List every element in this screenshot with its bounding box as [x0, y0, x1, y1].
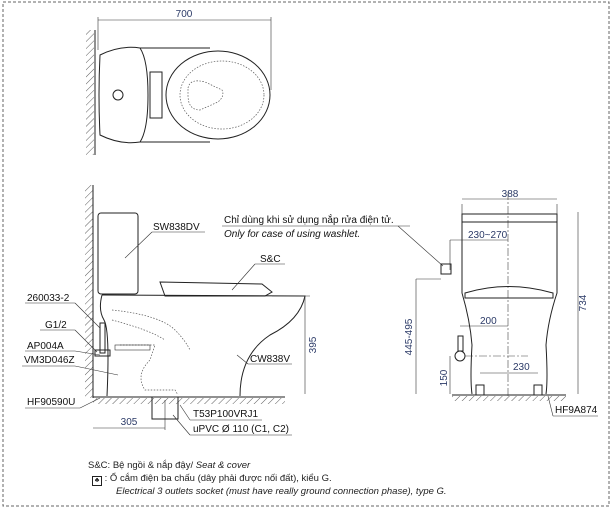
socket-icon: ♣ [92, 476, 102, 486]
label-hose: 260033-2 [27, 293, 70, 304]
legend-sc-en: Seat & cover [195, 460, 251, 471]
dim-bolt-spacing-230: 230 [513, 362, 530, 373]
dim-length-700: 700 [176, 9, 193, 20]
label-flange: VM3D046Z [24, 355, 75, 366]
seat-outline [165, 50, 271, 140]
leader-line [236, 354, 249, 365]
legend-socket-en: Electrical 3 outlets socket (must have r… [116, 486, 447, 497]
label-bolt: HF90590U [27, 397, 75, 408]
tank-shape [97, 212, 139, 295]
dim-height-395: 395 [308, 336, 319, 353]
supply-hose [457, 335, 464, 352]
leader-line [74, 329, 98, 353]
seat-hinge [149, 71, 163, 119]
front-view: 388 734 230~270 445-495 200 150 230 HF9A… [404, 189, 598, 417]
leader-line [74, 302, 101, 329]
dim-supply-height-150: 150 [439, 369, 450, 386]
dim-total-height-734: 734 [578, 294, 589, 311]
flush-button-icon [112, 89, 124, 101]
leader-line [74, 365, 119, 376]
supply-valve-icon [454, 350, 466, 362]
label-seat: S&C [260, 254, 281, 265]
label-fixing: HF9A874 [555, 405, 598, 416]
legend-sc-key: S&C: [88, 460, 111, 471]
tank-top-shape [98, 46, 149, 144]
supply-hose [99, 322, 106, 354]
floor-bolt [533, 384, 543, 396]
label-valve: AP004A [27, 341, 64, 352]
leader-line [79, 397, 101, 409]
tank-lid [461, 213, 558, 223]
floor-bolt [475, 384, 485, 396]
dim-width-388: 388 [502, 189, 519, 200]
dim-supply-offset-200: 200 [480, 316, 497, 327]
socket-icon [440, 263, 452, 275]
bowl-shape [101, 294, 306, 397]
legend-socket-en-row: Electrical 3 outlets socket (must have r… [116, 486, 447, 497]
legend-sc-vi: Bệ ngồi & nắp đậy/ [112, 460, 194, 471]
bowl-trap-hidden [187, 80, 224, 111]
floor-hatch [452, 396, 566, 401]
bowl-rim-hidden [179, 60, 265, 130]
dim-rough-in-305: 305 [121, 417, 138, 428]
label-pipe: uPVC Ø 110 (C1, C2) [193, 424, 289, 435]
leader-line [124, 231, 153, 259]
seat-shape [159, 281, 273, 297]
leader-line [231, 263, 256, 291]
washlet-note-vi: Chỉ dùng khi sử dụng nắp rửa điện tử. [224, 213, 394, 226]
dim-socket-offset: 230~270 [468, 230, 508, 241]
legend-seat-cover: S&C: Bệ ngồi & nắp đậy/ Seat & cover [88, 460, 250, 471]
label-bowl: CW838V [250, 354, 290, 365]
wall-hatch [86, 30, 94, 155]
bowl-back-shape [99, 294, 109, 397]
wall-hatch [85, 185, 93, 398]
leader-line [172, 414, 191, 436]
leader-line [179, 404, 191, 421]
outlet-hidden [120, 344, 179, 396]
body-outline [461, 222, 558, 395]
stop-valve [94, 349, 111, 357]
flange-shape [114, 344, 151, 351]
dim-socket-height: 445-495 [404, 318, 415, 355]
side-view: 395 305 SW838DV S&C CW838V 260033-2 G1/2… [22, 185, 319, 436]
legend-socket: ♣ : Ổ cắm điện ba chấu (dây phải được nố… [92, 473, 332, 486]
label-tank: SW838DV [153, 222, 200, 233]
seat-front [464, 286, 554, 299]
leader-line [74, 350, 101, 356]
label-thread: G1/2 [45, 320, 67, 331]
floor-hatch [93, 398, 285, 404]
label-adapter: T53P100VRJ1 [193, 409, 258, 420]
leader-line [547, 395, 554, 417]
trapway-hidden [111, 309, 191, 351]
leader-line [397, 225, 444, 267]
washlet-note-en: Only for case of using washlet. [224, 229, 360, 240]
top-view: 700 [86, 9, 272, 155]
legend-socket-vi: : Ổ cắm điện ba chấu (dây phải được nối … [104, 473, 332, 484]
washlet-note: Chỉ dùng khi sử dụng nắp rửa điện tử. On… [222, 213, 444, 267]
